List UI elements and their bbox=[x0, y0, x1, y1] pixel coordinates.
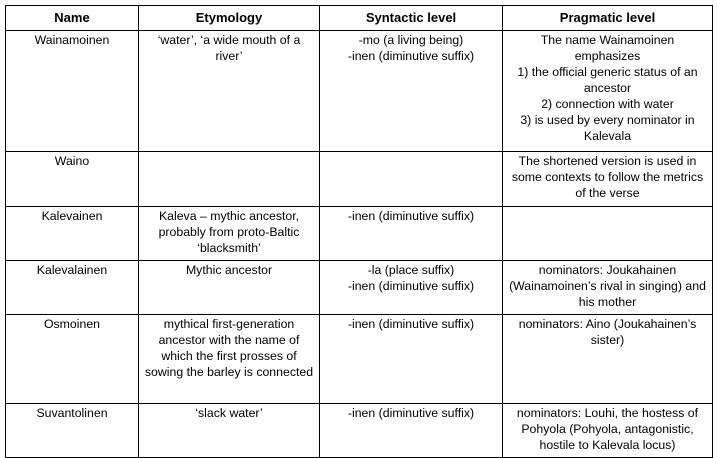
cell-etymology bbox=[138, 151, 320, 207]
column-header-syntactic-level: Syntactic level bbox=[319, 5, 503, 31]
cell-text: nominators: Joukahainen (Wainamoinen’s r… bbox=[509, 263, 706, 309]
table-row: Wainamoinen ‘water’, ‘a wide mouth of a … bbox=[5, 30, 713, 152]
cell-text: Suvantolinen bbox=[36, 406, 108, 420]
table-row: Suvantolinen ‘slack water’ -inen (diminu… bbox=[5, 403, 713, 458]
cell-text: -inen (diminutive suffix) bbox=[347, 209, 475, 223]
cell-etymology: Kaleva – mythic ancestor, probably from … bbox=[138, 206, 320, 261]
cell-syntactic: -inen (diminutive suffix) bbox=[319, 206, 503, 261]
cell-text: The shortened version is used in some co… bbox=[511, 154, 704, 200]
cell-name: Osmoinen bbox=[5, 314, 139, 404]
cell-text: -inen (diminutive suffix) bbox=[347, 317, 475, 331]
column-header-pragmatic-level: Pragmatic level bbox=[502, 5, 713, 31]
cell-text: -mo (a living being) -inen (diminutive s… bbox=[347, 33, 475, 63]
cell-text: Kaleva – mythic ancestor, probably from … bbox=[158, 209, 300, 255]
cell-pragmatic: nominators: Aino (Joukahainen’s sister) bbox=[502, 314, 713, 404]
cell-pragmatic: The shortened version is used in some co… bbox=[502, 151, 713, 207]
cell-text: The name Wainamoinen emphasizes 1) the o… bbox=[517, 33, 698, 143]
cell-text: nominators: Louhi, the hostess of Pohyol… bbox=[516, 406, 699, 452]
cell-syntactic: -mo (a living being) -inen (diminutive s… bbox=[319, 30, 503, 152]
table-row: Waino The shortened version is used in s… bbox=[5, 151, 713, 207]
cell-pragmatic: nominators: Louhi, the hostess of Pohyol… bbox=[502, 403, 713, 458]
cell-name: Kalevainen bbox=[5, 206, 139, 261]
cell-name: Suvantolinen bbox=[5, 403, 139, 458]
table-header-row: Name Etymology Syntactic level Pragmatic… bbox=[5, 5, 713, 31]
cell-syntactic: -inen (diminutive suffix) bbox=[319, 403, 503, 458]
table-row: Kalevalainen Mythic ancestor -la (place … bbox=[5, 260, 713, 315]
cell-text: Wainamoinen bbox=[34, 33, 110, 47]
cell-syntactic bbox=[319, 151, 503, 207]
cell-text: ‘water’, ‘a wide mouth of a river’ bbox=[157, 33, 301, 63]
cell-etymology: mythical first-generation ancestor with … bbox=[138, 314, 320, 404]
cell-pragmatic: nominators: Joukahainen (Wainamoinen’s r… bbox=[502, 260, 713, 315]
cell-etymology: ‘slack water’ bbox=[138, 403, 320, 458]
cell-syntactic: -inen (diminutive suffix) bbox=[319, 314, 503, 404]
cell-name: Wainamoinen bbox=[5, 30, 139, 152]
cell-text: nominators: Aino (Joukahainen’s sister) bbox=[518, 317, 697, 347]
cell-text: Kalevalainen bbox=[36, 263, 108, 277]
document-page: Name Etymology Syntactic level Pragmatic… bbox=[5, 5, 713, 458]
cell-text: -inen (diminutive suffix) bbox=[347, 406, 475, 420]
cell-text: -la (place suffix) -inen (diminutive suf… bbox=[347, 263, 475, 293]
cell-pragmatic: The name Wainamoinen emphasizes 1) the o… bbox=[502, 30, 713, 152]
cell-name: Kalevalainen bbox=[5, 260, 139, 315]
cell-etymology: Mythic ancestor bbox=[138, 260, 320, 315]
table-row: Kalevainen Kaleva – mythic ancestor, pro… bbox=[5, 206, 713, 261]
column-header-etymology: Etymology bbox=[138, 5, 320, 31]
table-row: Osmoinen mythical first-generation ances… bbox=[5, 314, 713, 404]
cell-text: ‘slack water’ bbox=[195, 406, 263, 420]
cell-text: mythical first-generation ancestor with … bbox=[144, 317, 314, 379]
cell-name: Waino bbox=[5, 151, 139, 207]
cell-text: Mythic ancestor bbox=[185, 263, 273, 277]
table-header: Name Etymology Syntactic level Pragmatic… bbox=[5, 5, 713, 31]
cell-text: Osmoinen bbox=[43, 317, 101, 331]
cell-syntactic: -la (place suffix) -inen (diminutive suf… bbox=[319, 260, 503, 315]
cell-etymology: ‘water’, ‘a wide mouth of a river’ bbox=[138, 30, 320, 152]
kalevala-names-table: Name Etymology Syntactic level Pragmatic… bbox=[5, 5, 713, 458]
cell-pragmatic bbox=[502, 206, 713, 261]
cell-text: Kalevainen bbox=[41, 209, 103, 223]
cell-text: Waino bbox=[54, 154, 90, 168]
column-header-name: Name bbox=[5, 5, 139, 31]
table-body: Wainamoinen ‘water’, ‘a wide mouth of a … bbox=[5, 30, 713, 458]
